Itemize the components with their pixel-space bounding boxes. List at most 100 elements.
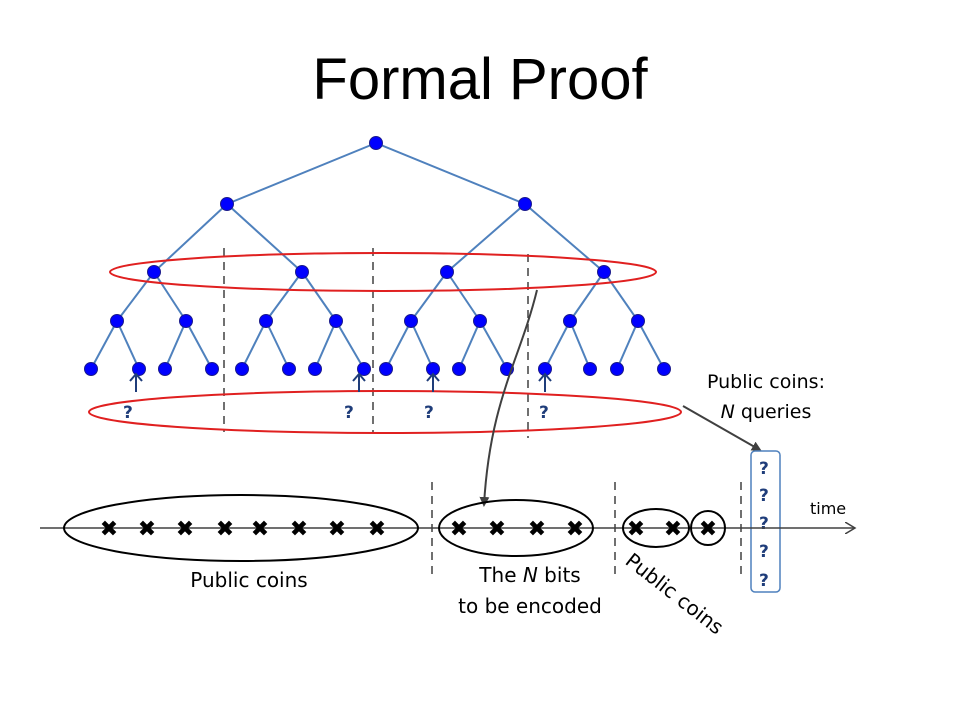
tree-edge — [116, 320, 140, 370]
tree-leaf-node — [657, 362, 671, 376]
tree-leaf-node — [610, 362, 624, 376]
coin-mark: ✖ — [251, 517, 269, 542]
query-arrow — [129, 372, 143, 392]
tree-edge — [637, 320, 665, 370]
tree-edge — [385, 320, 412, 370]
tree-node — [220, 197, 234, 211]
timeline-separators — [431, 482, 742, 574]
coin-mark: ✖ — [290, 517, 308, 542]
tree-leaf-node — [379, 362, 393, 376]
query-box-marks: ? ? ? ? ? — [759, 459, 769, 591]
queries-arrow — [682, 405, 762, 451]
query-mark: ? — [759, 486, 769, 506]
encode-arrow — [479, 289, 538, 507]
coin-mark: ✖ — [699, 517, 717, 542]
tree-edge — [265, 271, 303, 322]
coin-mark: ✖ — [100, 517, 118, 542]
n-bits-label-line1: The N bits — [478, 563, 580, 587]
coin-mark: ✖ — [368, 517, 386, 542]
public-coins-queries-line1: Public coins: — [707, 371, 825, 393]
tree-leaf-node — [132, 362, 146, 376]
public-coins-label: Public coins — [190, 568, 307, 592]
tree-edge — [301, 271, 337, 322]
tree-edge — [446, 271, 481, 322]
tree-node — [631, 314, 645, 328]
tree-node — [295, 265, 309, 279]
query-mark: ? — [424, 403, 434, 423]
tree-node — [518, 197, 532, 211]
coin-mark: ✖ — [627, 517, 645, 542]
tree-leaf-node — [357, 362, 371, 376]
query-mark: ? — [759, 542, 769, 562]
tree-edge — [153, 203, 228, 273]
tree-edge — [446, 203, 526, 273]
tree-edge — [265, 320, 290, 370]
query-mark: ? — [123, 403, 133, 423]
n-bits-ellipse — [438, 499, 594, 557]
tree-edge — [458, 320, 481, 370]
tree-leaf-node — [205, 362, 219, 376]
query-mark: ? — [539, 403, 549, 423]
query-arrow — [426, 372, 440, 392]
leaf-queries: ? ? ? ? — [123, 403, 549, 423]
tree-node — [329, 314, 343, 328]
tree-leaf-node — [452, 362, 466, 376]
tree-leaf-node — [158, 362, 172, 376]
tree-edge — [569, 271, 605, 322]
leaf-query-ellipse — [88, 390, 682, 434]
page-title: Formal Proof — [312, 47, 648, 112]
tree-edge — [410, 271, 448, 322]
query-box — [750, 450, 781, 593]
coin-mark: ✖ — [488, 517, 506, 542]
coin-mark: ✖ — [138, 517, 156, 542]
coin-mark: ✖ — [528, 517, 546, 542]
query-arrows — [129, 372, 552, 392]
tree-node — [179, 314, 193, 328]
public-coins-small-ellipse — [622, 508, 690, 548]
tree-edge — [153, 271, 187, 322]
coin-mark: ✖ — [566, 517, 584, 542]
tree-edge — [116, 271, 155, 322]
tree-node — [473, 314, 487, 328]
query-mark: ? — [759, 571, 769, 591]
tree-leaf-node — [84, 362, 98, 376]
query-mark: ? — [759, 459, 769, 479]
coin-marks: ✖✖✖✖✖✖✖✖✖✖✖✖✖✖✖ — [100, 517, 717, 542]
query-mark: ? — [759, 514, 769, 534]
query-arrow — [352, 372, 366, 392]
tree-root-node — [369, 136, 383, 150]
tree-leaf-node — [308, 362, 322, 376]
tree-leaf-node — [583, 362, 597, 376]
coin-mark: ✖ — [176, 517, 194, 542]
coin-mark: ✖ — [328, 517, 346, 542]
tree-separators — [223, 248, 529, 438]
tree-edge — [544, 320, 571, 370]
time-label: time — [810, 499, 846, 518]
tree-edges — [90, 142, 665, 370]
tree-node — [404, 314, 418, 328]
public-coins-ellipse — [63, 494, 419, 562]
coin-mark: ✖ — [450, 517, 468, 542]
single-coin-ellipse — [690, 510, 726, 546]
tree-edge — [314, 320, 337, 370]
public-coins-queries-line2: N queries — [721, 401, 812, 423]
tree-edge — [241, 320, 267, 370]
tree-edge — [410, 320, 434, 370]
level-ellipse — [109, 252, 657, 292]
public-coins-rotated-label: Public coins — [621, 548, 728, 639]
tree-leaf-node — [282, 362, 296, 376]
tree-nodes — [84, 136, 671, 376]
tree-node — [259, 314, 273, 328]
tree-node — [440, 265, 454, 279]
tree-edge — [569, 320, 591, 370]
tree-edge — [226, 203, 303, 273]
tree-node — [563, 314, 577, 328]
tree-leaf-node — [235, 362, 249, 376]
n-bits-label-line2: to be encoded — [458, 594, 602, 618]
tree-edge — [90, 320, 118, 370]
tree-edge — [164, 320, 187, 370]
tree-node — [147, 265, 161, 279]
tree-edge — [616, 320, 639, 370]
tree-edge — [524, 203, 605, 273]
